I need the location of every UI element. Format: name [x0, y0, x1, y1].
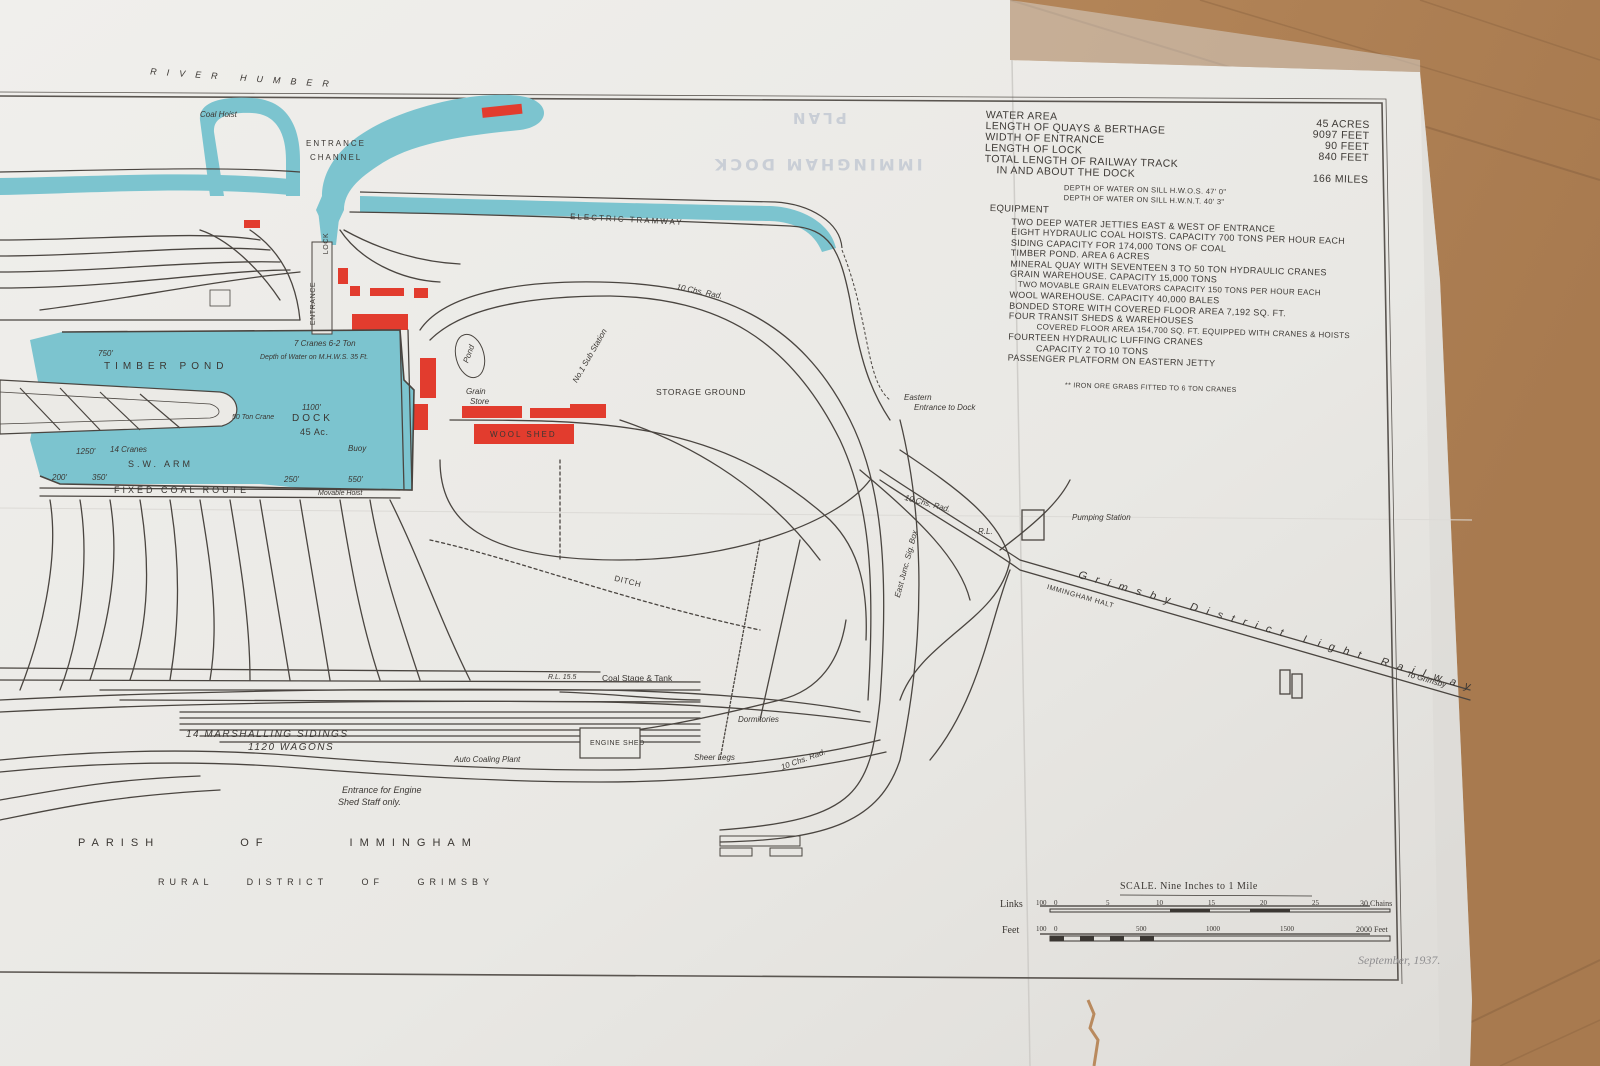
map-date: September, 1937.: [1358, 953, 1441, 967]
label-depth: Depth of Water on M.H.W.S. 35 Ft.: [260, 354, 369, 361]
label-timber-pond: TIMBER POND: [104, 361, 229, 372]
label-pumping-station: Pumping Station: [1072, 513, 1131, 522]
label-cranes: 7 Cranes 6-2 Ton: [294, 339, 356, 348]
parish-label: PARISH OF IMMINGHAM: [78, 837, 478, 849]
label-wool-shed: WOOL SHED: [490, 430, 557, 439]
scale-tick: 5: [1106, 899, 1110, 907]
label-sheer-legs: Sheer Legs: [694, 753, 735, 762]
scale-tick: 0: [1054, 925, 1058, 933]
scale-tick: 1500: [1280, 925, 1294, 933]
label-dim: 750': [98, 349, 113, 358]
label-rl: R.L.: [978, 527, 993, 536]
label-dormitories: Dormitories: [738, 715, 779, 724]
label-wagons: 1120 WAGONS: [248, 742, 335, 753]
label-coal-stage: Coal Stage & Tank: [602, 673, 673, 683]
label-lock: LOCK: [323, 232, 331, 255]
label-entrance: ENTRANCE: [310, 281, 318, 326]
district-label: RURAL DISTRICT OF GRIMSBY: [158, 877, 495, 887]
label-entrance-channel: ENTRANCE: [306, 139, 367, 148]
label-fixed-coal-route: FIXED COAL ROUTE: [114, 485, 250, 495]
label-dim: 200': [52, 473, 67, 482]
label-rl-15: R.L. 15.5: [548, 674, 577, 681]
label-cranes-14: 14 Cranes: [110, 445, 147, 454]
label-dim: 350': [92, 473, 107, 482]
label-dock: DOCK: [292, 413, 333, 424]
label-marshalling: 14 MARSHALLING SIDINGS: [186, 729, 349, 740]
scale-tick: 0: [1054, 899, 1058, 907]
label-dim: 250': [284, 475, 299, 484]
label-dim: 1100': [302, 403, 321, 412]
scale-tick: 100: [1036, 899, 1047, 907]
scale-tick: 25: [1312, 899, 1319, 907]
map-title: PLAN: [790, 109, 847, 127]
scale-feet-label: Feet: [1002, 925, 1020, 936]
scale-tick: 30 Chains: [1360, 899, 1393, 908]
scale-tick: 1000: [1206, 925, 1220, 933]
label-entrance-engine: Entrance for Engine: [342, 785, 422, 795]
label-entrance-channel: CHANNEL: [310, 153, 363, 162]
label-eastern-entrance: Entrance to Dock: [914, 403, 976, 412]
label-dim: 550': [348, 475, 363, 484]
label-eastern-entrance: Eastern: [904, 393, 932, 402]
scale-tick: 20: [1260, 899, 1267, 907]
label-auto-coaling: Auto Coaling Plant: [454, 755, 521, 764]
label-sw-arm: S.W. ARM: [128, 459, 194, 469]
scale-tick: 500: [1136, 925, 1147, 933]
stats-block: WATER AREA 45 ACRES LENGTH OF QUAYS & BE…: [984, 109, 1370, 209]
equipment-block: EQUIPMENT TWO DEEP WATER JETTIES EAST & …: [985, 203, 1390, 398]
map-subtitle: IMMINGHAM DOCK: [712, 155, 923, 174]
label-store: Store: [470, 397, 490, 406]
label-dim: 1250': [76, 447, 96, 456]
label-dock-area: 45 Ac.: [300, 427, 329, 437]
scale-title: SCALE. Nine Inches to 1 Mile: [1120, 881, 1258, 892]
scale-tick: 2000 Feet: [1356, 925, 1388, 934]
label-engine-shed: ENGINE SHED: [590, 740, 645, 747]
label-fifty-ton-crane: 50 Ton Crane: [232, 414, 275, 421]
scale-links-label: Links: [1000, 899, 1023, 910]
label-buoy: Buoy: [348, 444, 367, 453]
scale-tick: 100: [1036, 925, 1047, 933]
label-movable-hoist: Movable Hoist: [318, 490, 363, 497]
label-grain: Grain: [466, 387, 486, 396]
scale-tick: 10: [1156, 899, 1163, 907]
label-storage-ground: STORAGE GROUND: [656, 387, 746, 397]
label-entrance-engine: Shed Staff only.: [338, 797, 401, 807]
label-coal-hoist: Coal Hoist: [200, 110, 237, 119]
scale-tick: 15: [1208, 899, 1215, 907]
